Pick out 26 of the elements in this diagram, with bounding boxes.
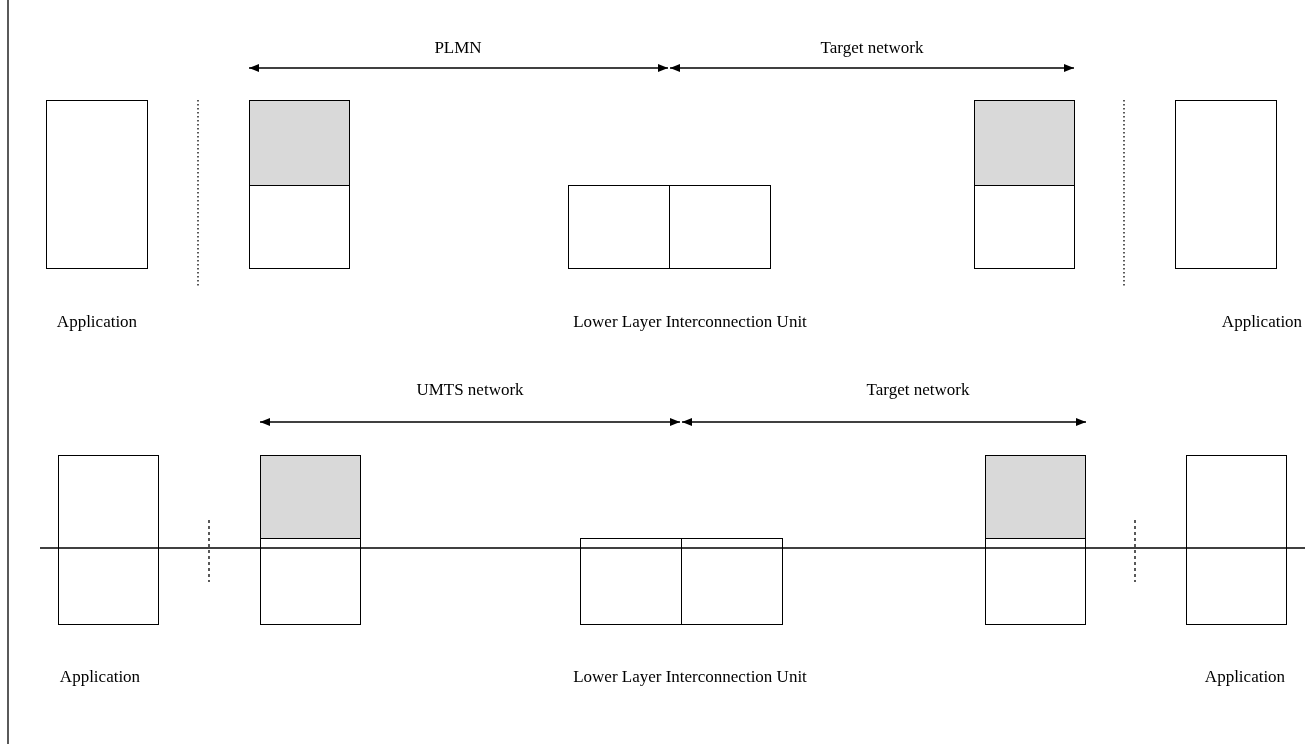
- caption-text: Lower Layer Interconnection Unit: [572, 311, 808, 333]
- span-label: Target network: [865, 379, 971, 401]
- application-box: [1186, 455, 1287, 625]
- application-box: [58, 455, 159, 625]
- interconnection-box: [580, 538, 682, 625]
- application-box: [1175, 100, 1277, 269]
- caption-text: Application: [58, 666, 142, 688]
- caption-text: Application: [55, 311, 139, 333]
- caption-text: Application: [1220, 311, 1304, 333]
- protocol-layer-box: [260, 538, 361, 625]
- protocol-layer-box: [249, 100, 350, 186]
- span-label: Target network: [819, 37, 925, 59]
- span-label: PLMN: [433, 37, 483, 59]
- interconnection-box: [681, 538, 783, 625]
- protocol-layer-box: [260, 455, 361, 539]
- interconnection-box: [669, 185, 771, 269]
- interconnection-box: [568, 185, 670, 269]
- span-label: UMTS network: [415, 379, 525, 401]
- application-box: [46, 100, 148, 269]
- protocol-layer-box: [974, 100, 1075, 186]
- protocol-layer-box: [249, 185, 350, 269]
- protocol-layer-box: [974, 185, 1075, 269]
- protocol-layer-box: [985, 455, 1086, 539]
- caption-text: Application: [1203, 666, 1287, 688]
- caption-text: Lower Layer Interconnection Unit: [572, 666, 808, 688]
- protocol-layer-box: [985, 538, 1086, 625]
